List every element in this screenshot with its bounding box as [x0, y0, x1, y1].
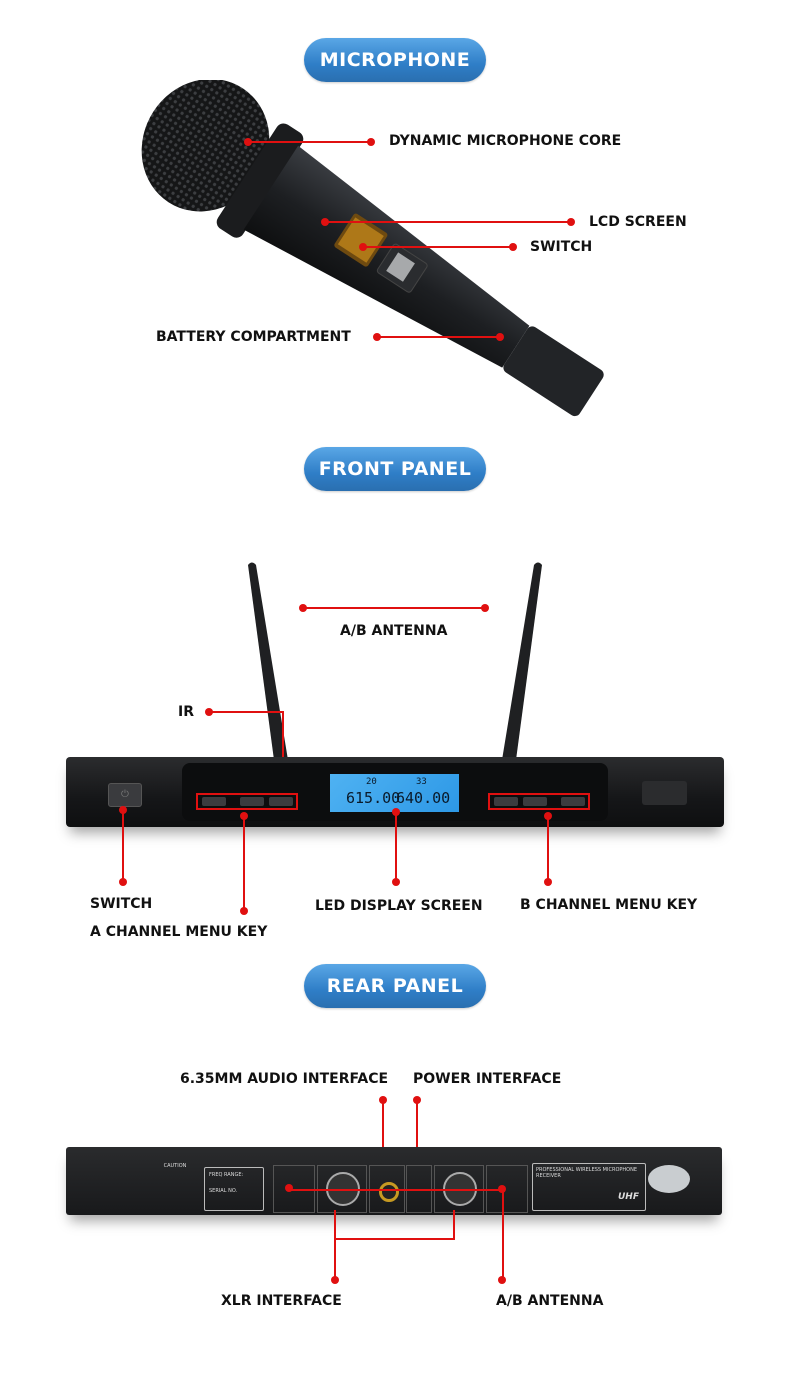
b-key-2[interactable]: [523, 797, 547, 806]
battery-end-dot: [496, 333, 504, 341]
rear-antenna-end: [498, 1276, 506, 1284]
frequency-a: 615.00: [346, 789, 401, 807]
callout-front-switch: SWITCH: [90, 896, 153, 912]
microphone-image: [141, 80, 604, 417]
core-end-dot: [367, 138, 375, 146]
caution-label: CAUTION: [163, 1163, 187, 1169]
switch-end-dot: [509, 243, 517, 251]
callout-front-antenna: A/B ANTENNA: [340, 623, 448, 639]
b-menu-end: [544, 878, 552, 886]
power-button[interactable]: ⏻: [108, 783, 142, 807]
rear-antenna-vline: [502, 1189, 504, 1279]
channel-a: 20: [366, 777, 377, 787]
antennas: [248, 562, 542, 760]
section-title-front-panel: FRONT PANEL: [304, 447, 486, 491]
callout-b-menu: B CHANNEL MENU KEY: [520, 897, 698, 913]
ant-b-dot: [285, 1184, 293, 1192]
a-key-3[interactable]: [269, 797, 293, 806]
freq-box: FREQ RANGE: SERIAL NO.: [204, 1167, 264, 1211]
callout-lcd: LCD SCREEN: [589, 214, 687, 230]
display-end: [392, 878, 400, 886]
callout-rear-antenna: A/B ANTENNA: [496, 1293, 604, 1309]
callout-power: POWER INTERFACE: [413, 1071, 562, 1087]
rear-antenna-line: [288, 1189, 504, 1191]
xlr-line-left: [334, 1210, 336, 1240]
antenna-line: [303, 607, 485, 609]
lcd-end-dot: [567, 218, 575, 226]
seal-sticker: [648, 1165, 690, 1193]
b-key-3[interactable]: [561, 797, 585, 806]
display-line: [395, 812, 397, 880]
ir-line-v: [282, 711, 284, 781]
section-title-microphone: MICROPHONE: [304, 38, 486, 82]
b-key-1[interactable]: [494, 797, 518, 806]
audio-line: [382, 1100, 384, 1180]
a-key-2[interactable]: [240, 797, 264, 806]
display-screen: 20 33 615.00 640.00: [330, 774, 459, 812]
callout-xlr: XLR INTERFACE: [221, 1293, 342, 1309]
a-menu-highlight: [196, 793, 298, 810]
callout-display: LED DISPLAY SCREEN: [315, 898, 483, 914]
antenna-dot-right: [481, 604, 489, 612]
a-menu-line: [243, 816, 245, 910]
switch-front-line: [122, 810, 124, 882]
xlr-line-down: [334, 1238, 336, 1278]
right-panel-plate: [642, 781, 687, 805]
b-menu-highlight: [488, 793, 590, 810]
xlr-line-join: [334, 1238, 455, 1240]
xlr-line-right: [453, 1210, 455, 1240]
callout-mic-switch: SWITCH: [530, 239, 593, 255]
core-line: [248, 141, 372, 143]
xlr-end: [331, 1276, 339, 1284]
a-menu-end: [240, 907, 248, 915]
callout-a-menu: A CHANNEL MENU KEY: [90, 924, 268, 940]
battery-line: [377, 336, 501, 338]
switch-line: [363, 246, 511, 248]
switch-front-end: [119, 878, 127, 886]
product-label: PROFESSIONAL WIRELESS MICROPHONE RECEIVE…: [532, 1163, 646, 1211]
ir-line-h: [209, 711, 283, 713]
frequency-b: 640.00: [396, 789, 451, 807]
callout-core: DYNAMIC MICROPHONE CORE: [389, 133, 622, 149]
power-line: [416, 1100, 418, 1180]
a-key-1[interactable]: [202, 797, 226, 806]
callout-audio: 6.35MM AUDIO INTERFACE: [180, 1071, 389, 1087]
b-menu-line: [547, 816, 549, 880]
rear-receiver: CAUTION FREQ RANGE: SERIAL NO. PROFESSIO…: [66, 1147, 722, 1215]
callout-battery: BATTERY COMPARTMENT: [156, 329, 351, 345]
section-title-rear-panel: REAR PANEL: [304, 964, 486, 1008]
channel-b: 33: [416, 777, 427, 787]
callout-ir: IR: [178, 704, 194, 720]
lcd-line: [325, 221, 571, 223]
